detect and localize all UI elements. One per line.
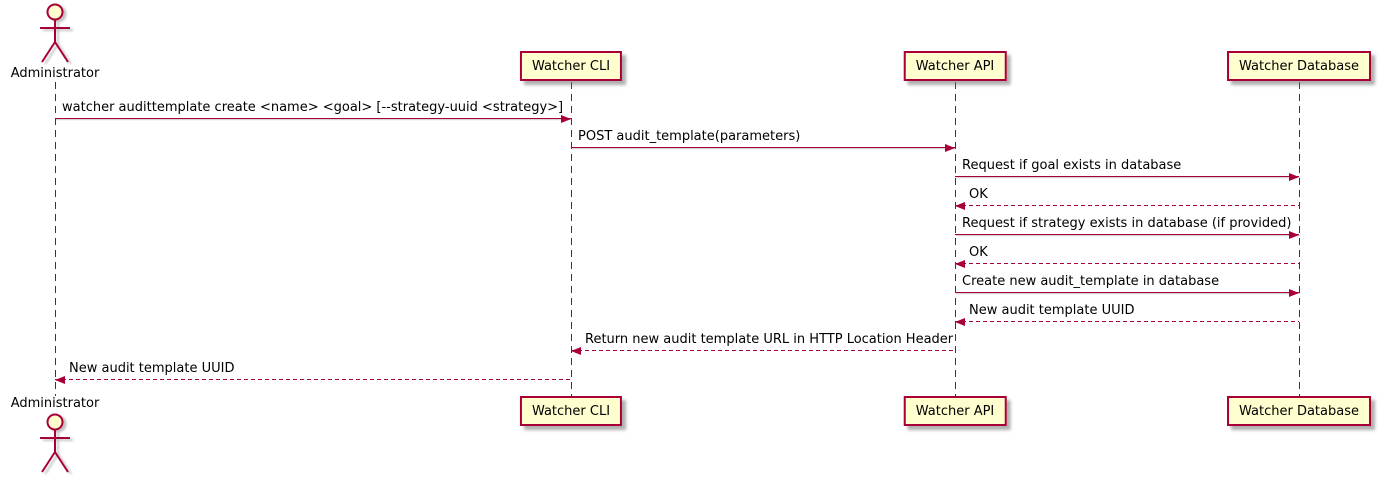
- actor-icon: [40, 413, 70, 473]
- message-8: New audit template UUID: [955, 301, 1299, 326]
- lifeline-administrator: [54, 82, 56, 396]
- message-text: Request if goal exists in database: [962, 158, 1182, 173]
- message-text: OK: [969, 245, 988, 260]
- message-line: [955, 205, 1299, 206]
- actor-administrator-top: [33, 2, 77, 70]
- participant-box-watcher-api-top: Watcher API: [903, 51, 1007, 81]
- message-text: POST audit_template(parameters): [578, 129, 801, 144]
- participant-label: Watcher CLI: [531, 403, 611, 419]
- message-line: [955, 234, 1299, 235]
- message-9: Return new audit template URL in HTTP Lo…: [571, 330, 955, 355]
- message-line: [55, 379, 571, 380]
- actor-administrator-bottom: [33, 412, 77, 480]
- message-7: Create new audit_template in database: [955, 272, 1299, 297]
- message-4: OK: [955, 185, 1299, 210]
- actor-icon: [40, 3, 70, 63]
- message-line: [571, 147, 955, 148]
- actor-label-administrator-top: Administrator: [10, 66, 100, 81]
- participant-box-watcher-database-bottom: Watcher Database: [1227, 396, 1371, 426]
- message-line: [571, 350, 955, 351]
- message-line: [955, 292, 1299, 293]
- message-arrowhead: [1289, 173, 1299, 181]
- message-arrowhead: [1289, 289, 1299, 297]
- message-text: Request if strategy exists in database (…: [962, 216, 1292, 231]
- message-text: Return new audit template URL in HTTP Lo…: [585, 332, 954, 347]
- actor-label-administrator-bottom: Administrator: [10, 396, 100, 411]
- participant-box-watcher-cli-bottom: Watcher CLI: [519, 396, 623, 426]
- message-text: Create new audit_template in database: [962, 274, 1220, 289]
- message-arrowhead: [571, 347, 581, 355]
- message-5: Request if strategy exists in database (…: [955, 214, 1299, 239]
- message-arrowhead: [955, 202, 965, 210]
- message-text: OK: [969, 187, 988, 202]
- participant-box-watcher-api-bottom: Watcher API: [903, 396, 1007, 426]
- message-line: [955, 321, 1299, 322]
- participant-label: Watcher CLI: [531, 58, 611, 74]
- lifeline-watcher-cli: [570, 82, 572, 396]
- message-line: [955, 176, 1299, 177]
- message-text: watcher audittemplate create <name> <goa…: [62, 100, 564, 115]
- message-3: Request if goal exists in database: [955, 156, 1299, 181]
- message-line: [955, 263, 1299, 264]
- participant-label: Watcher API: [915, 58, 995, 74]
- participant-label: Watcher Database: [1239, 403, 1359, 419]
- message-10: New audit template UUID: [55, 359, 571, 384]
- message-6: OK: [955, 243, 1299, 268]
- message-text: New audit template UUID: [969, 303, 1135, 318]
- message-text: New audit template UUID: [69, 361, 235, 376]
- participant-box-watcher-database-top: Watcher Database: [1227, 51, 1371, 81]
- lifeline-watcher-api: [954, 82, 956, 396]
- participant-label: Watcher Database: [1239, 58, 1359, 74]
- participant-box-watcher-cli-top: Watcher CLI: [519, 51, 623, 81]
- message-arrowhead: [1289, 231, 1299, 239]
- message-arrowhead: [945, 144, 955, 152]
- message-1: watcher audittemplate create <name> <goa…: [55, 98, 571, 123]
- message-arrowhead: [955, 260, 965, 268]
- message-arrowhead: [55, 376, 65, 384]
- lifeline-watcher-database: [1298, 82, 1300, 396]
- message-2: POST audit_template(parameters): [571, 127, 955, 152]
- participant-label: Watcher API: [915, 403, 995, 419]
- message-arrowhead: [955, 318, 965, 326]
- message-arrowhead: [561, 115, 571, 123]
- message-line: [55, 118, 571, 119]
